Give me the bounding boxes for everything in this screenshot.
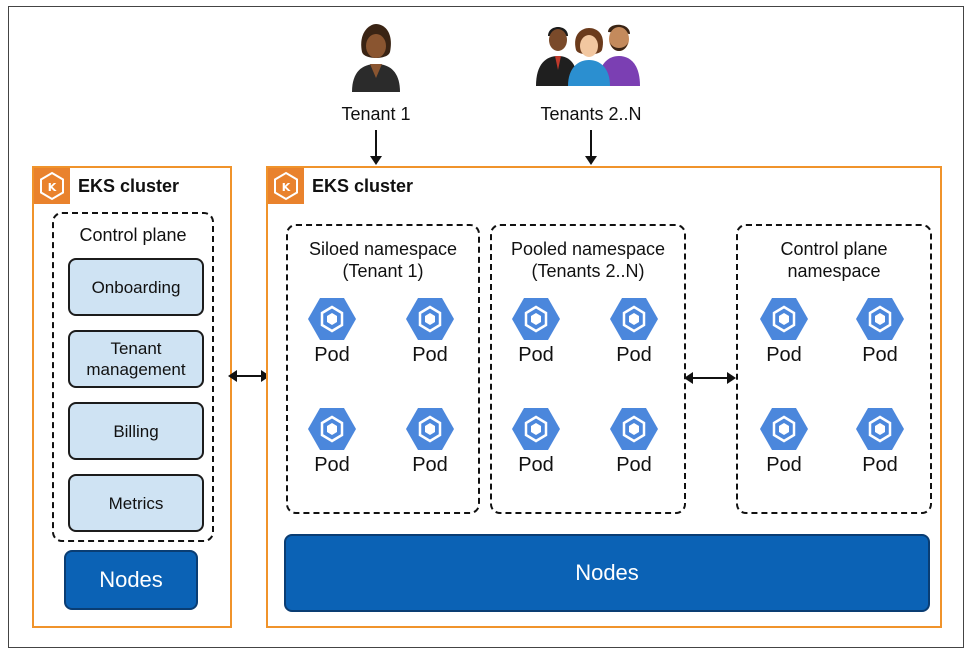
pod-label: Pod [314, 344, 350, 366]
pod-icon [512, 298, 560, 340]
pod-label: Pod [314, 454, 350, 476]
pod-label: Pod [766, 344, 802, 366]
pod-icon [760, 298, 808, 340]
control-plane-namespace-title-line1: Control plane [780, 239, 888, 259]
pod-icon [406, 408, 454, 450]
pod-icon [856, 298, 904, 340]
svg-text:K: K [282, 181, 291, 194]
control-plane-title: Control plane [79, 225, 187, 245]
svg-text:K: K [48, 181, 57, 194]
left-eks-cluster: K EKS cluster Control plane Onboarding T… [32, 166, 232, 628]
pod: Pod [506, 406, 566, 477]
cluster-link-arrow-icon [228, 370, 270, 382]
tenants-2-n-label: Tenants 2..N [540, 104, 642, 124]
pod: Pod [302, 296, 362, 367]
pod-label: Pod [862, 454, 898, 476]
pod: Pod [850, 296, 910, 367]
pod-label: Pod [766, 454, 802, 476]
namespace-link-arrow-icon [684, 372, 736, 384]
tenants-group-people-icon [534, 20, 644, 86]
pod-icon [856, 408, 904, 450]
pooled-namespace-title-line1: Pooled namespace [510, 239, 666, 259]
pod-icon [512, 408, 560, 450]
eks-logo-icon: K [34, 168, 70, 204]
onboarding-item: Onboarding [68, 258, 204, 316]
pod-label: Pod [518, 454, 554, 476]
pod: Pod [302, 406, 362, 477]
pod: Pod [604, 296, 664, 367]
pod-icon [610, 408, 658, 450]
pod: Pod [604, 406, 664, 477]
pod: Pod [754, 406, 814, 477]
pod-label: Pod [616, 454, 652, 476]
tenants-2-n-arrow-icon [585, 130, 597, 165]
left-nodes-block: Nodes [64, 550, 198, 610]
tenant-management-item: Tenant management [68, 330, 204, 388]
billing-item: Billing [68, 402, 204, 460]
pooled-namespace-title-line2: (Tenants 2..N) [531, 261, 645, 281]
pod-icon [406, 298, 454, 340]
pod-icon [610, 298, 658, 340]
diagram-frame [8, 6, 964, 648]
tenant-1-label: Tenant 1 [341, 104, 411, 124]
eks-logo-icon: K [268, 168, 304, 204]
left-cluster-title: EKS cluster [78, 176, 180, 196]
pooled-namespace-box: Pooled namespace (Tenants 2..N) Pod Pod … [490, 224, 686, 514]
pod: Pod [400, 406, 460, 477]
pod: Pod [400, 296, 460, 367]
pod-label: Pod [616, 344, 652, 366]
pod-label: Pod [412, 454, 448, 476]
pod-icon [760, 408, 808, 450]
control-plane-namespace-box: Control plane namespace Pod Pod Pod Pod [736, 224, 932, 514]
pod-label: Pod [518, 344, 554, 366]
pod-label: Pod [412, 344, 448, 366]
tenant-1-arrow-icon [370, 130, 382, 165]
siloed-namespace-box: Siloed namespace (Tenant 1) Pod Pod Pod … [286, 224, 480, 514]
pod: Pod [850, 406, 910, 477]
siloed-namespace-title-line2: (Tenant 1) [342, 261, 424, 281]
pod-icon [308, 408, 356, 450]
pod: Pod [506, 296, 566, 367]
right-eks-cluster: K EKS cluster Siloed namespace (Tenant 1… [266, 166, 942, 628]
pod-label: Pod [862, 344, 898, 366]
metrics-item: Metrics [68, 474, 204, 532]
control-plane-box: Control plane Onboarding Tenant manageme… [52, 212, 214, 542]
pod: Pod [754, 296, 814, 367]
tenant-1-person-icon [348, 22, 404, 92]
control-plane-namespace-title-line2: namespace [787, 261, 881, 281]
right-cluster-title: EKS cluster [312, 176, 414, 196]
right-nodes-block: Nodes [284, 534, 930, 612]
siloed-namespace-title-line1: Siloed namespace [308, 239, 458, 259]
pod-icon [308, 298, 356, 340]
